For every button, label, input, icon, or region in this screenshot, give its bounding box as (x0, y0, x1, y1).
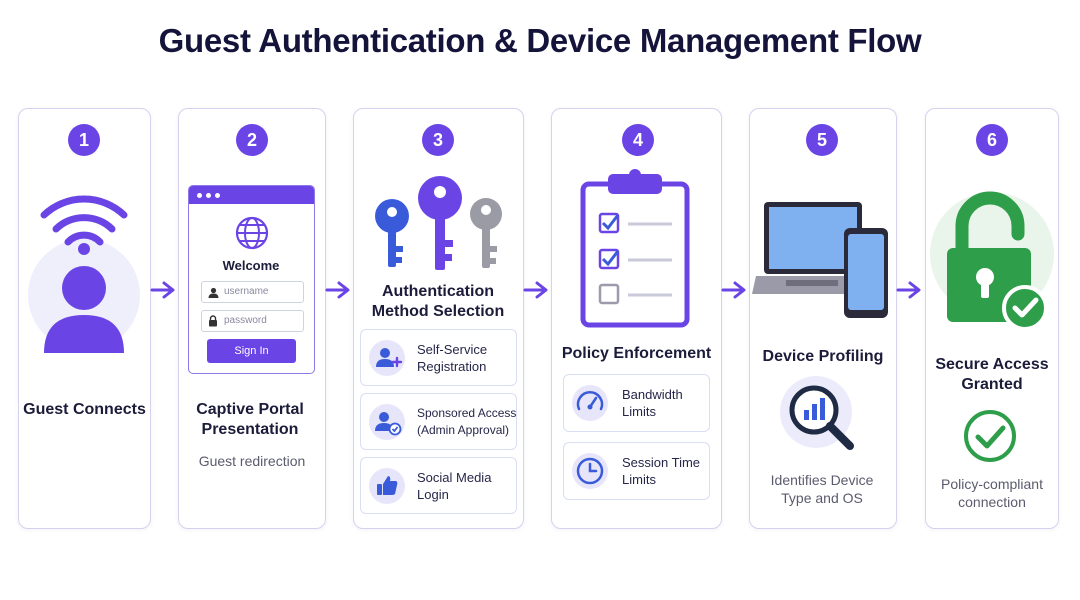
option-label: Sponsored Access (Admin Approval) (417, 405, 517, 437)
clipboard-checklist-icon (580, 169, 690, 328)
lock-icon (209, 315, 217, 327)
step-number-1: 1 (68, 124, 100, 156)
checkmark-icon (964, 410, 1016, 462)
step-label-5: Device Profiling (762, 348, 884, 365)
password-field[interactable]: password (201, 310, 304, 332)
option-label: Session Time Limits (622, 455, 701, 487)
password-placeholder: password (224, 315, 267, 326)
captive-portal-window: Welcome username password Sign In (188, 185, 315, 374)
step-number-4: 4 (622, 124, 654, 156)
step-number-6: 6 (976, 124, 1008, 156)
step-sub-5: Identifies Device Type and OS (770, 472, 874, 506)
arrow-icon (325, 281, 350, 299)
option-session-time-limits[interactable]: Session Time Limits (563, 442, 710, 500)
option-sponsored-access[interactable]: Sponsored Access (Admin Approval) (360, 393, 517, 450)
step-sub-2: Guest redirection (198, 453, 306, 469)
diagram-title: Guest Authentication & Device Management… (158, 22, 922, 59)
clock-icon (572, 453, 608, 489)
user-add-icon (369, 339, 405, 376)
option-label: Social Media Login (417, 469, 492, 502)
option-label: Self-Service Registration (417, 341, 488, 374)
phone-icon (844, 228, 888, 318)
globe-icon (235, 216, 269, 250)
option-label: Bandwidth Limits (622, 387, 683, 419)
option-self-service[interactable]: Self-Service Registration (360, 329, 517, 386)
step-sub-6: Policy-compliant connection (941, 476, 1043, 510)
option-social-media[interactable]: Social Media Login (360, 457, 517, 514)
laptop-icon (752, 202, 888, 318)
keys-icon (375, 176, 502, 270)
magnifier-chart-icon (780, 376, 854, 450)
user-check-icon (369, 403, 405, 440)
arrow-icon (150, 281, 175, 299)
username-placeholder: username (224, 286, 269, 297)
step-number-2: 2 (236, 124, 268, 156)
arrow-icon (523, 281, 548, 299)
guest-user-icon (44, 266, 124, 353)
check-badge-icon (1002, 285, 1048, 331)
step-card-5 (749, 108, 897, 529)
window-dot-icon (215, 193, 220, 198)
step-number-3: 3 (422, 124, 454, 156)
speedometer-icon (572, 385, 608, 421)
step-label-6: Secure Access Granted (935, 356, 1049, 393)
step-label-2: Captive Portal Presentation (196, 401, 304, 438)
arrow-icon (721, 281, 746, 299)
username-field[interactable]: username (201, 281, 304, 303)
sign-in-button[interactable]: Sign In (207, 339, 296, 363)
portal-title-bar (189, 186, 314, 204)
step-label-3: Authentication Method Selection (371, 283, 505, 320)
user-icon (208, 287, 219, 298)
arrow-icon (896, 281, 921, 299)
wifi-icon (28, 195, 140, 353)
step-label-1: Guest Connects (23, 401, 146, 418)
unlocked-padlock-icon (930, 191, 1054, 331)
portal-welcome-heading: Welcome (222, 258, 280, 273)
step-number-5: 5 (806, 124, 838, 156)
thumbs-up-icon (369, 467, 405, 504)
window-dot-icon (197, 193, 202, 198)
step-label-4: Policy Enforcement (561, 345, 712, 362)
window-dot-icon (206, 193, 211, 198)
option-bandwidth-limits[interactable]: Bandwidth Limits (563, 374, 710, 432)
